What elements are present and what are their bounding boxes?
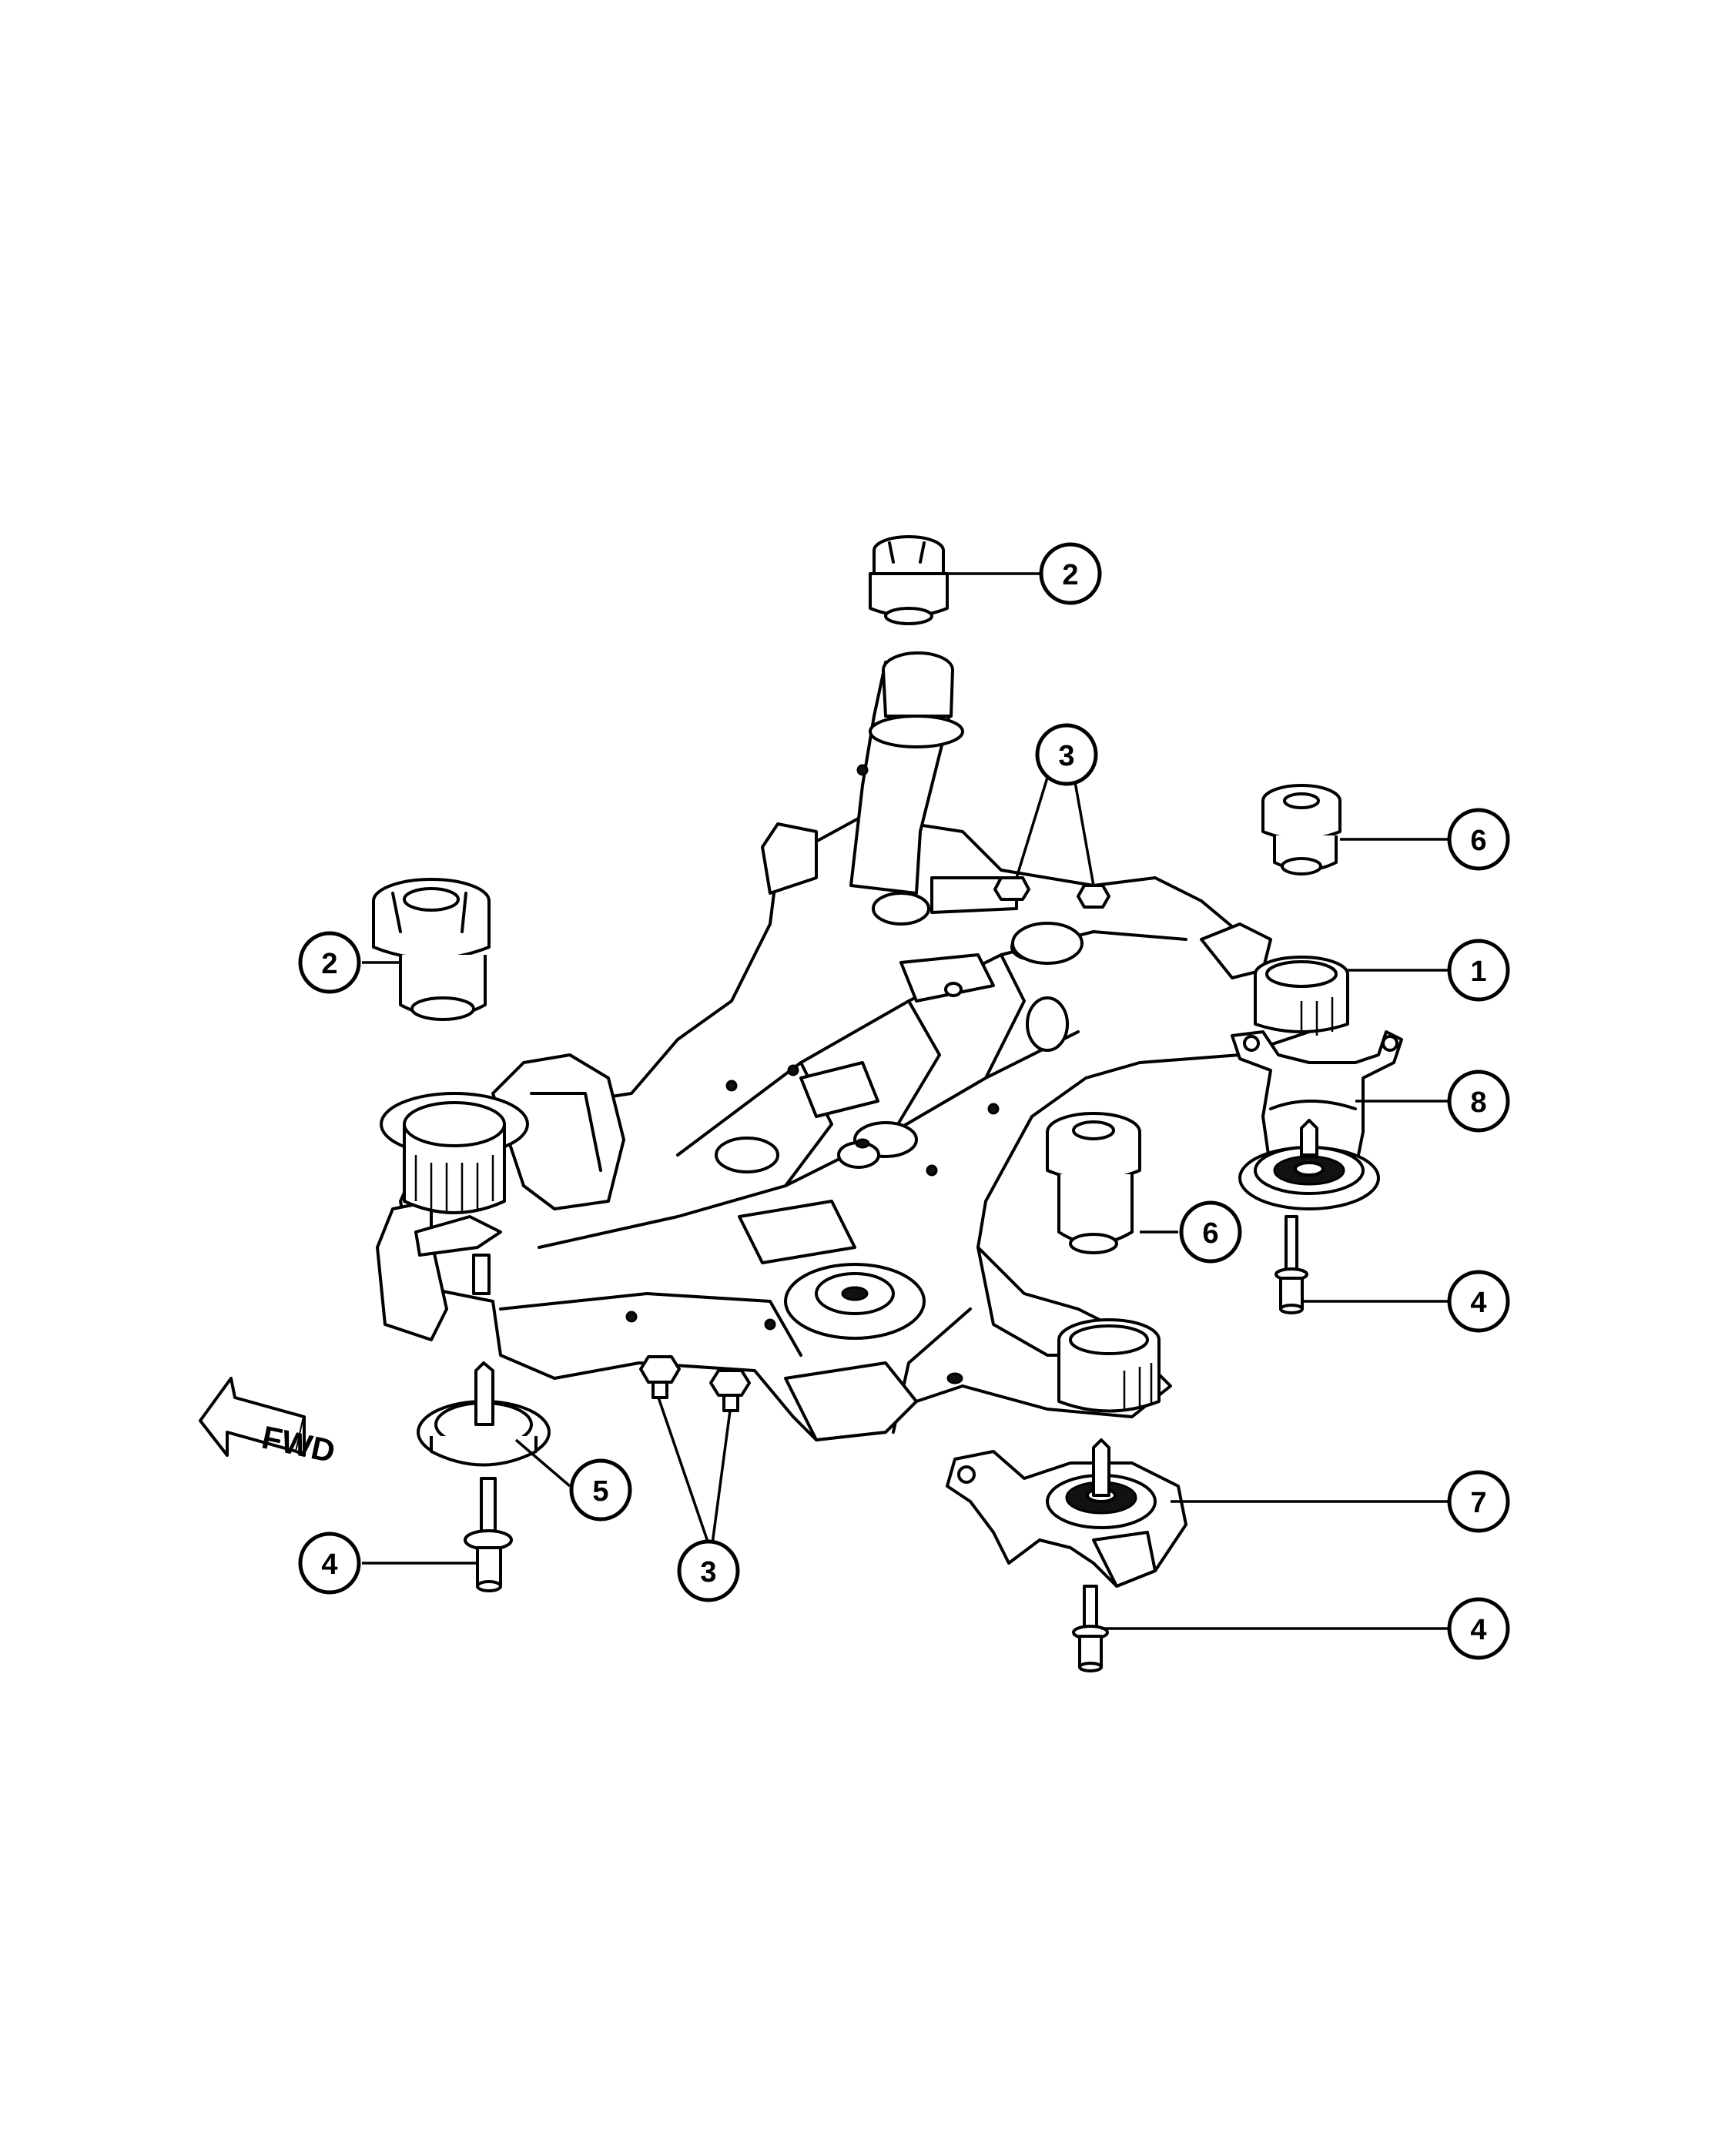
callout-label: 5 <box>592 1475 608 1508</box>
callout-label: 4 <box>1470 1287 1486 1319</box>
bolt-middle-a <box>639 1355 681 1399</box>
callout-6-lower: 6 <box>1179 1200 1242 1264</box>
fwd-arrow: FWD <box>199 1377 338 1470</box>
frame-sleeve-upper <box>869 651 964 748</box>
frame-sleeve-left-front <box>380 1092 529 1214</box>
frame-sleeve-right-front <box>1254 956 1349 1036</box>
callout-7: 7 <box>1447 1470 1510 1533</box>
callout-2-upper: 2 <box>1039 542 1102 605</box>
callout-label: 4 <box>1470 1614 1486 1646</box>
frame-sleeve-right-rear <box>1057 1318 1161 1413</box>
callout-label: 7 <box>1470 1487 1486 1519</box>
fwd-label: FWD <box>259 1419 338 1470</box>
callout-label: 8 <box>1470 1086 1486 1119</box>
bolt-right-lower <box>1072 1585 1109 1672</box>
callout-label: 6 <box>1470 825 1486 857</box>
leader-lines <box>362 572 1448 1630</box>
mount-bracket-upper <box>1231 1030 1403 1180</box>
callout-label: 1 <box>1470 956 1486 988</box>
callout-label: 4 <box>321 1548 337 1581</box>
bushing-upper <box>869 535 949 625</box>
bolt-left <box>464 1477 513 1592</box>
callout-label: 6 <box>1202 1217 1218 1250</box>
isolator-left <box>417 1361 551 1467</box>
callout-3-lower: 3 <box>677 1539 740 1602</box>
callout-4-left: 4 <box>298 1532 361 1595</box>
bolt-right-upper <box>1274 1215 1308 1314</box>
callout-8: 8 <box>1447 1070 1510 1133</box>
bolt-frame-a <box>993 876 1030 901</box>
crossmember-frame <box>376 661 1326 1441</box>
mount-bracket-lower <box>946 1438 1187 1588</box>
callout-label: 2 <box>1062 559 1078 591</box>
callout-2-left: 2 <box>298 931 361 994</box>
callout-3-upper: 3 <box>1035 723 1098 786</box>
callout-label: 2 <box>321 948 337 980</box>
callout-label: 3 <box>1058 740 1074 772</box>
isolator-right <box>1238 1119 1380 1210</box>
callout-6-upper: 6 <box>1447 808 1510 871</box>
bolt-middle-b <box>709 1369 751 1412</box>
bolt-frame-b <box>1077 884 1110 909</box>
callout-4-right-upper: 4 <box>1447 1270 1510 1333</box>
bushing-right-lower <box>1046 1112 1141 1254</box>
callout-1: 1 <box>1447 939 1510 1002</box>
callout-4-right-lower: 4 <box>1447 1597 1510 1660</box>
bushing-right-upper <box>1261 784 1341 875</box>
callout-5: 5 <box>569 1458 632 1522</box>
callout-label: 3 <box>700 1556 716 1589</box>
bushing-left <box>372 878 491 1021</box>
